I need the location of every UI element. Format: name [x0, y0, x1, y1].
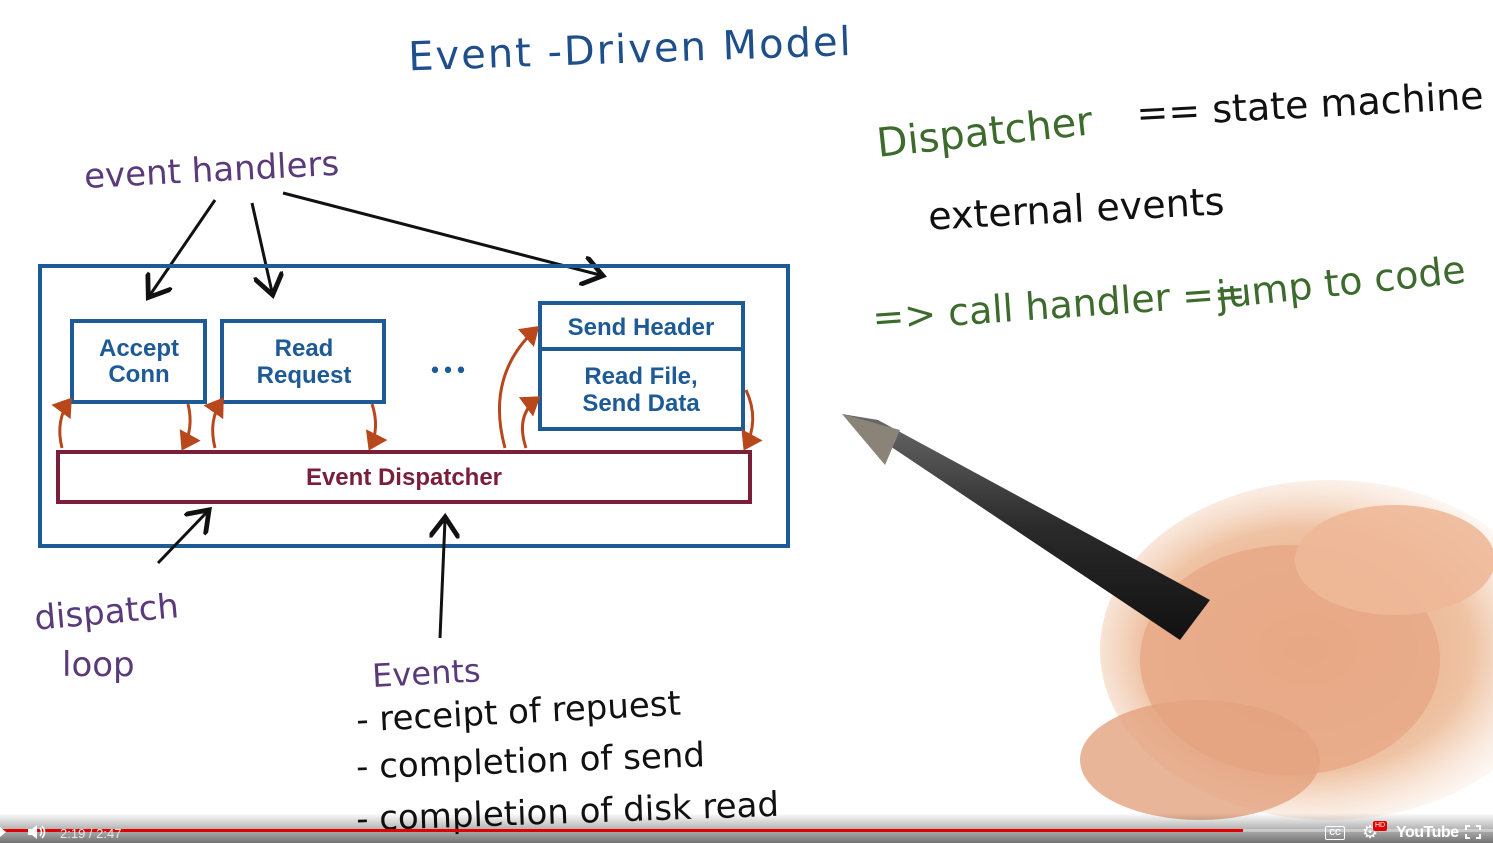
time-current: 2:19: [60, 826, 86, 841]
dispatch-loop-label-2: loop: [62, 645, 135, 685]
progress-fill: [0, 829, 1244, 832]
presenter-hand-with-pen: [842, 414, 1493, 820]
volume-icon[interactable]: [26, 823, 48, 841]
handler-arrow-read: [250, 202, 272, 292]
more-handlers-ellipsis: •••: [429, 359, 468, 384]
send-header-box: [538, 301, 745, 351]
dispatch-arrow-up-read-file: [518, 396, 541, 449]
read-file-label-2: Send Data: [582, 390, 700, 417]
event-dispatcher-label: Event Dispatcher: [306, 464, 502, 491]
captions-button[interactable]: CC: [1325, 826, 1345, 840]
time-separator: /: [85, 826, 97, 841]
accept-conn-label-1: Accept: [99, 335, 179, 362]
accept-conn-box: [70, 319, 207, 404]
note-dispatcher: Dispatcher: [874, 98, 1095, 166]
note-external-events: external events: [927, 179, 1225, 238]
youtube-logo[interactable]: YouTube: [1396, 824, 1459, 841]
events-heading: Events: [371, 651, 481, 695]
dispatch-arrow-up-read: [203, 397, 224, 449]
note-call-handler: => call handler ==: [871, 270, 1247, 340]
read-request-label-2: Request: [257, 362, 352, 389]
note-jump-to-code: jump to code: [1214, 247, 1468, 317]
player-control-bar: 2:19 / 2:47 CC ⚙ HD YouTube: [0, 813, 1493, 843]
event-handlers-label: event handlers: [83, 144, 340, 197]
dispatch-arrow-down-read-file: [741, 389, 763, 451]
time-display: 2:19 / 2:47: [60, 826, 121, 841]
dispatch-arrow-up-send-header: [498, 325, 540, 449]
read-request-box: [220, 319, 386, 404]
hd-badge: HD: [1373, 821, 1388, 831]
read-request-label-1: Read: [275, 335, 334, 362]
read-file-label-1: Read File,: [584, 363, 697, 390]
dispatch-loop-arrow: [156, 512, 207, 565]
note-state-machine: == state machine: [1135, 73, 1484, 135]
slide-title: Event -Driven Model: [407, 19, 853, 80]
handler-arrow-send: [282, 191, 600, 275]
send-header-label: Send Header: [568, 314, 715, 341]
fullscreen-icon[interactable]: [1465, 825, 1481, 839]
handler-arrow-accept: [150, 199, 217, 295]
event-loop-frame: [38, 264, 790, 548]
dispatch-loop-label-1: dispatch: [33, 586, 181, 638]
progress-bar[interactable]: [0, 829, 1493, 832]
dispatch-arrow-up-accept: [51, 397, 72, 449]
events-arrow: [440, 520, 445, 639]
time-total: 2:47: [96, 826, 122, 841]
play-icon[interactable]: [0, 827, 6, 837]
event-item-2: - completion of send: [355, 735, 705, 787]
dispatch-arrow-down-accept: [179, 403, 201, 451]
read-file-box: [538, 347, 745, 431]
event-dispatcher-bar: [56, 450, 752, 504]
dispatch-arrow-down-read: [365, 403, 388, 451]
accept-conn-label-2: Conn: [108, 361, 169, 388]
